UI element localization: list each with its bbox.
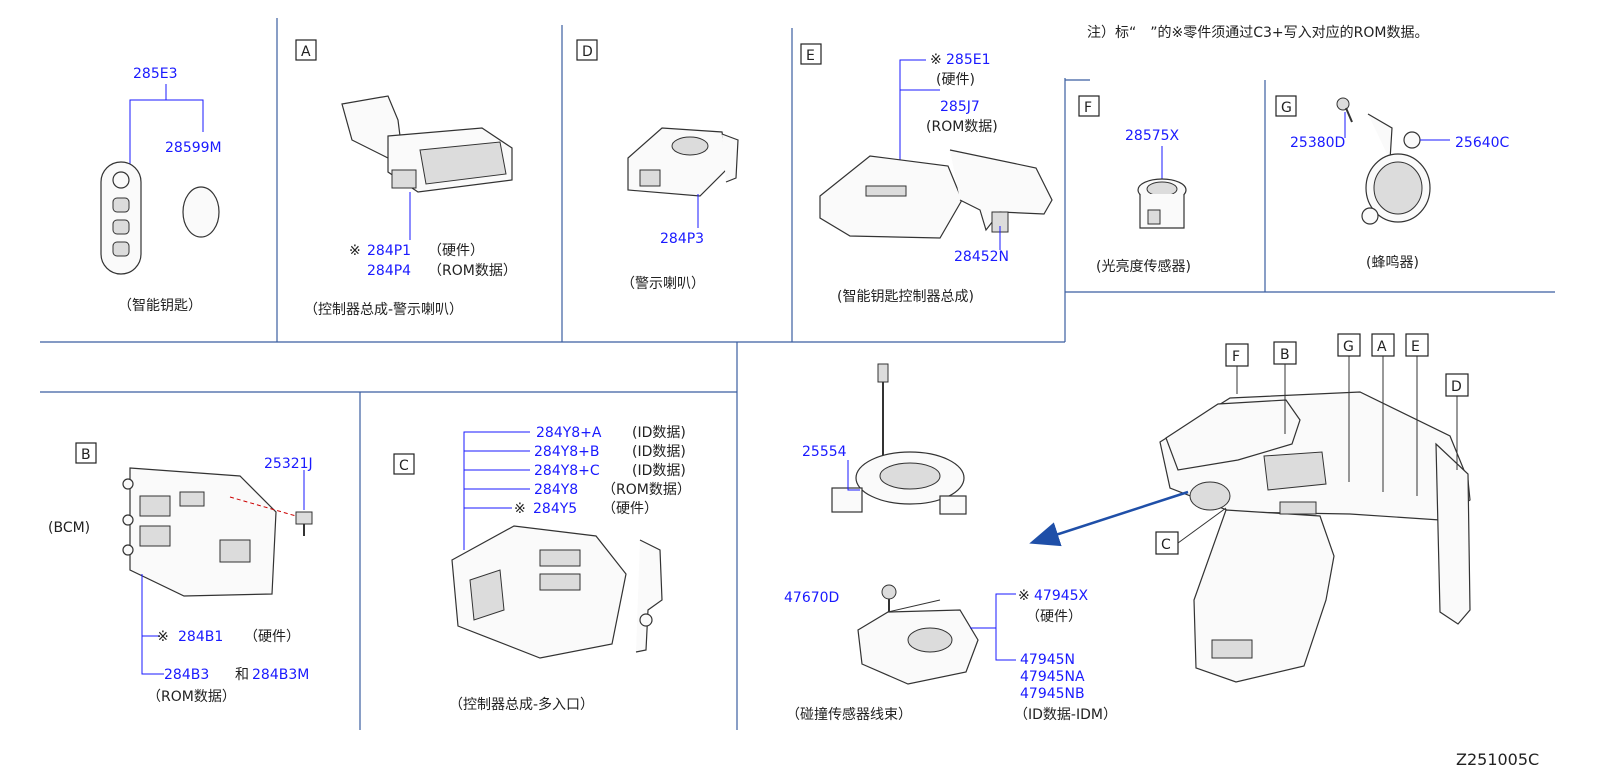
part-284Y5: 284Y5: [533, 501, 577, 517]
part-284P1: 284P1: [367, 243, 411, 259]
letter-F: F: [1084, 100, 1092, 116]
part-47670D: 47670D: [784, 590, 839, 606]
callout-B: B: [1280, 347, 1290, 363]
light-sensor-part-icon: [1137, 178, 1187, 229]
mark-collision: ※: [1018, 588, 1030, 604]
bcm-module-part-icon: [122, 467, 277, 597]
part-284Y8B: 284Y8+B: [534, 444, 600, 460]
mark-C: ※: [514, 501, 526, 517]
note-B-hardware: （硬件）: [244, 629, 300, 645]
part-47945NB: 47945NB: [1020, 686, 1085, 702]
part-285E3: 285E3: [133, 66, 177, 82]
dashboard-illustration: [1159, 391, 1471, 683]
controller-warning-horn-part-icon: [341, 95, 513, 193]
callout-F: F: [1232, 349, 1240, 365]
part-28452N: 28452N: [954, 249, 1009, 265]
rom-note: 注）标“ ”的※零件须通过C3+写入对应的ROM数据。: [1087, 24, 1428, 41]
battery-coin-icon: [182, 186, 220, 238]
callout-D: D: [1451, 379, 1462, 395]
part-47945NA: 47945NA: [1020, 669, 1085, 685]
clock-spring-part-icon: [831, 363, 967, 515]
part-284Y8C: 284Y8+C: [534, 463, 600, 479]
note-C-hardware: （硬件）: [602, 501, 658, 517]
part-47945N: 47945N: [1020, 652, 1075, 668]
part-284Y8A: 284Y8+A: [536, 425, 602, 441]
warning-horn-part-icon: [627, 127, 739, 197]
part-284P3: 284P3: [660, 231, 704, 247]
letter-D: D: [582, 44, 593, 60]
part-285E1: 285E1: [946, 52, 990, 68]
note-C-rom: （ROM数据）: [602, 482, 691, 498]
section-smart-key: 285E3 28599M （智能钥匙）: [100, 66, 222, 314]
part-47945X: 47945X: [1034, 588, 1089, 604]
letter-G: G: [1281, 100, 1292, 116]
screw-icon: [881, 584, 897, 612]
caption-C: （控制器总成-多入口）: [449, 696, 594, 713]
part-25380D: 25380D: [1290, 135, 1345, 151]
part-284B1: 284B1: [178, 629, 223, 645]
part-25554: 25554: [802, 444, 847, 460]
screw-icon: [1336, 97, 1353, 123]
part-28599M: 28599M: [165, 140, 222, 156]
section-D: D 284P3 （警示喇叭）: [576, 39, 739, 292]
multi-entry-controller-part-icon: [451, 525, 663, 659]
part-284Y8: 284Y8: [534, 482, 578, 498]
note-C-id-b: (ID数据): [632, 444, 686, 460]
part-28575X: 28575X: [1125, 128, 1180, 144]
section-F: F 28575X (光亮度传感器): [1078, 95, 1191, 275]
letter-E: E: [806, 48, 815, 64]
note-A-rom: （ROM数据）: [428, 263, 517, 279]
note-E-hardware: (硬件): [936, 72, 975, 88]
callout-A: A: [1377, 339, 1387, 355]
section-A: A ※ 284P1 284P4 （硬件） （ROM数据） （控制器总成-警示喇叭…: [295, 39, 517, 318]
part-25640C: 25640C: [1455, 135, 1510, 151]
letter-C: C: [399, 458, 409, 474]
mark-A: ※: [349, 243, 361, 259]
mark-E: ※: [930, 52, 942, 68]
part-284B3: 284B3: [164, 667, 209, 683]
smart-key-fob-icon: [100, 161, 142, 275]
callout-E: E: [1411, 339, 1420, 355]
label-bcm: (BCM): [48, 520, 90, 536]
and-text: 和: [235, 667, 249, 683]
callout-G: G: [1343, 339, 1354, 355]
dashboard-overview: F B G A E D C: [1029, 333, 1471, 683]
caption-A: （控制器总成-警示喇叭）: [304, 302, 463, 318]
mark-B: ※: [157, 629, 169, 645]
caption-F: (光亮度传感器): [1096, 258, 1191, 275]
note-C-id-a: (ID数据): [632, 425, 686, 441]
letter-A: A: [301, 44, 311, 60]
letter-B: B: [81, 447, 91, 463]
section-grid: [40, 18, 1555, 730]
note-B-rom: （ROM数据）: [147, 689, 236, 705]
collision-sensor-harness-part-icon: [857, 599, 979, 685]
section-B: B (BCM) 25321J ※ 284B1 （硬件） 284B3 和 284B…: [48, 442, 313, 705]
caption-E: (智能钥匙控制器总成): [837, 289, 974, 305]
diagram-code: Z251005C: [1456, 750, 1539, 769]
buzzer-part-icon: [1361, 113, 1431, 225]
note-A-hardware: （硬件）: [428, 243, 484, 259]
caption-D: （警示喇叭）: [621, 276, 705, 292]
part-284B3M: 284B3M: [252, 667, 309, 683]
section-collision-sensor: 25554 47670D ※ 47945X （硬件） 47945N 47945N…: [784, 363, 1117, 723]
smart-key-controller-part-icon: [819, 149, 1053, 239]
note-collision-id: （ID数据-IDM）: [1014, 707, 1117, 723]
section-C: C 284Y8+A 284Y8+B 284Y8+C 284Y8 ※ 284Y5 …: [393, 425, 691, 713]
bolt-icon: [295, 511, 313, 536]
note-C-id-c: (ID数据): [632, 463, 686, 479]
caption-smart-key: （智能钥匙）: [118, 298, 202, 314]
part-284P4: 284P4: [367, 263, 411, 279]
note-E-rom: (ROM数据): [926, 119, 998, 135]
section-E: E ※ 285E1 (硬件) 285J7 (ROM数据) 28452N (智能钥…: [800, 43, 1053, 305]
section-G: G 25380D 25640C (蜂鸣器): [1275, 95, 1510, 271]
caption-collision: （碰撞传感器线束）: [786, 706, 912, 723]
note-collision-hardware: （硬件）: [1026, 609, 1082, 625]
callout-C: C: [1161, 537, 1171, 553]
part-25321J: 25321J: [264, 456, 313, 472]
part-285J7: 285J7: [940, 99, 980, 115]
caption-G: (蜂鸣器): [1366, 254, 1419, 271]
